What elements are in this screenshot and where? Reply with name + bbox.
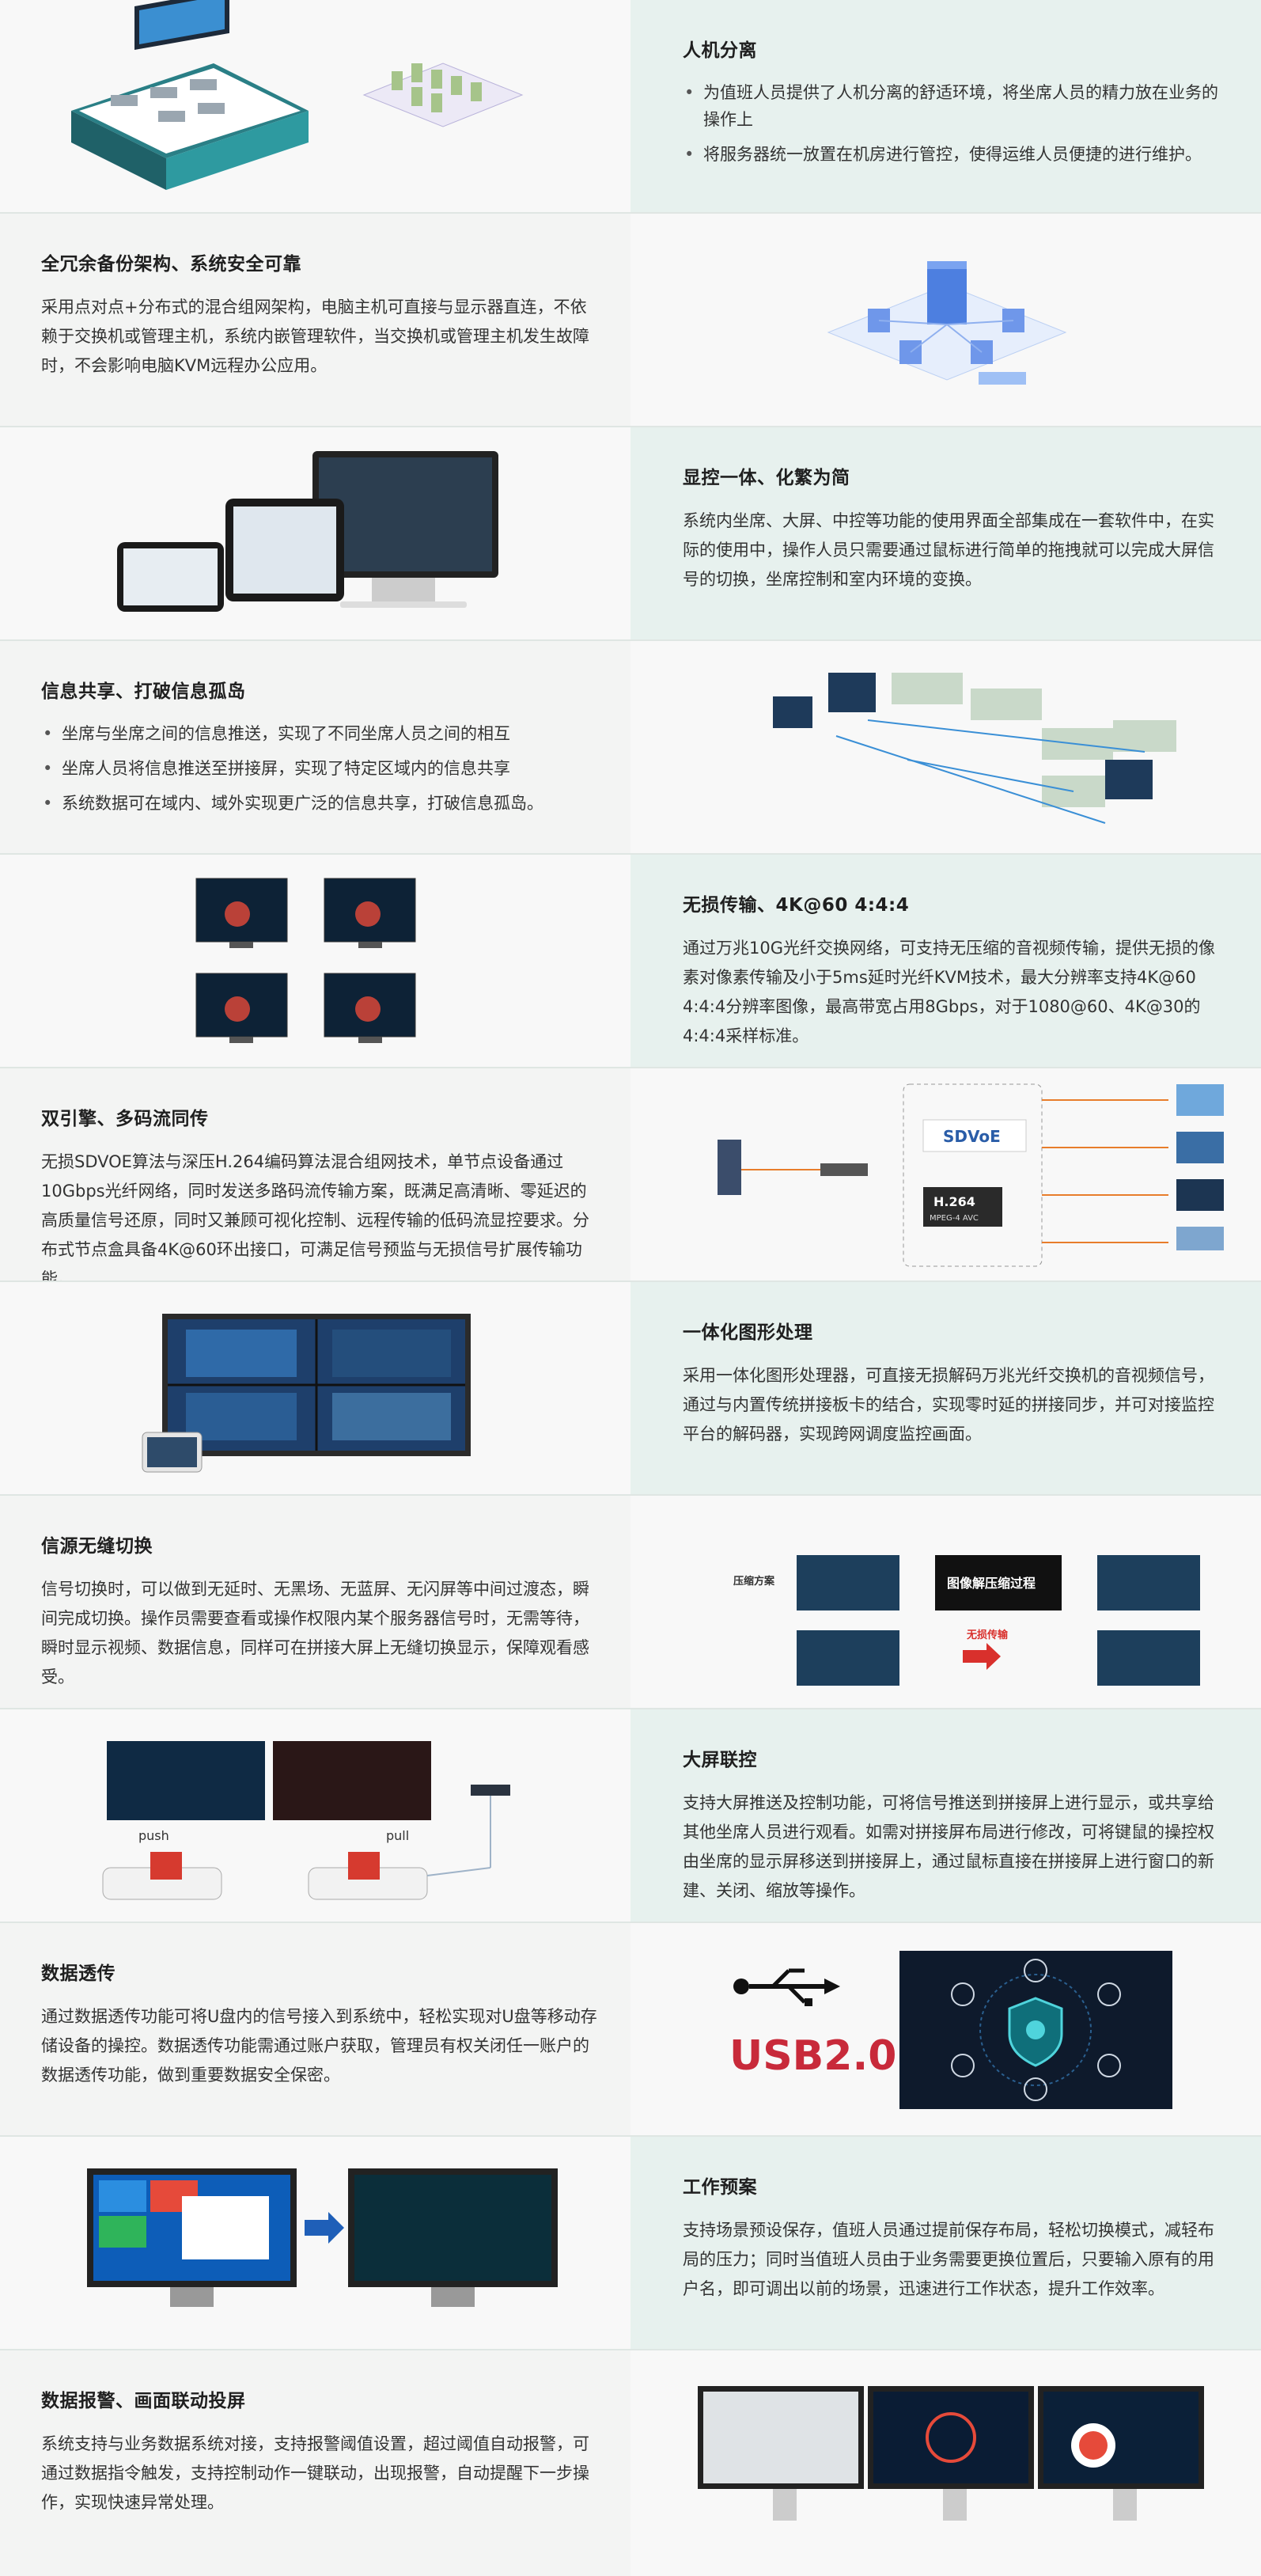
info-sharing-illustration [773, 673, 1176, 824]
feature-description: 通过万兆10G光纤交换网络，可支持无压缩的音视频传输，提供无损的像素对像素传输及… [683, 939, 1215, 1045]
feature-text-2: 全冗余备份架构、系统安全可靠 采用点对点+分布式的混合组网架构，电脑主机可直接与… [0, 214, 630, 426]
feature-text-7: 一体化图形处理 采用一体化图形处理器，可直接无损解码万兆光纤交换机的音视频信号，… [630, 1282, 1261, 1494]
console-room-illustration [71, 0, 524, 190]
feature-bullet: 为值班人员提供了人机分离的舒适环境，将坐席人员的精力放在业务的操作上 [683, 79, 1229, 133]
redundant-architecture-illustration [827, 261, 1067, 385]
feature-row-6: 双引擎、多码流同传 无损SDVOE算法与深压H.264编码算法混合组网技术，单节… [0, 1068, 1261, 1282]
feature-text-6: 双引擎、多码流同传 无损SDVOE算法与深压H.264编码算法混合组网技术，单节… [0, 1068, 630, 1280]
feature-bullet: 坐席人员将信息推送至拼接屏，实现了特定区域内的信息共享 [41, 755, 599, 782]
feature-image-4 [630, 641, 1261, 853]
alarm-monitors-illustration [698, 2386, 1204, 2521]
feature-row-3: 显控一体、化繁为简 系统内坐席、大屏、中控等功能的使用界面全部集成在一套软件中，… [0, 427, 1261, 641]
feature-row-9: push pull 大屏联控 支持大屏推送及控制功能，可将信号推送到拼接屏上进行… [0, 1709, 1261, 1923]
feature-description: 系统内坐席、大屏、中控等功能的使用界面全部集成在一套软件中，在实际的使用中，操作… [683, 511, 1214, 589]
feature-row-1: 人机分离 为值班人员提供了人机分离的舒适环境，将坐席人员的精力放在业务的操作上 … [0, 0, 1261, 214]
feature-image-2 [630, 214, 1261, 426]
dual-engine-diagram: SDVoE H.264 MPEG-4 AVC [718, 1083, 1224, 1267]
feature-row-11: 工作预案 支持场景预设保存，值班人员通过提前保存布局，轻松切换模式，减轻布局的压… [0, 2137, 1261, 2350]
feature-bullet: 坐席与坐席之间的信息推送，实现了不同坐席人员之间的相互 [41, 720, 599, 747]
graphics-processor-illustration [142, 1314, 471, 1473]
video-wall-control-illustration: push pull [102, 1741, 510, 1900]
feature-row-10: 数据透传 通过数据透传功能可将U盘内的信号接入到系统中，轻松实现对U盘等移动存储… [0, 1923, 1261, 2137]
h264-logo: H.264 [933, 1194, 975, 1209]
feature-text-12: 数据报警、画面联动投屏 系统支持与业务数据系统对接，支持报警阈值设置，超过阈值自… [0, 2350, 630, 2576]
feature-title: 信源无缝切换 [41, 1536, 153, 1557]
feature-title: 全冗余备份架构、系统安全可靠 [41, 254, 301, 275]
feature-text-11: 工作预案 支持场景预设保存，值班人员通过提前保存布局，轻松切换模式，减轻布局的压… [630, 2137, 1261, 2349]
feature-image-11 [0, 2137, 630, 2349]
compress-plan-label: 压缩方案 [733, 1575, 775, 1588]
h264-sub-label: MPEG-4 AVC [930, 1214, 979, 1223]
image-compress-label: 图像解压缩过程 [947, 1576, 1036, 1591]
sdvoe-logo: SDVoE [943, 1127, 1001, 1146]
seamless-label: 无损传输 [966, 1629, 1009, 1641]
feature-text-4: 信息共享、打破信息孤岛 坐席与坐席之间的信息推送，实现了不同坐席人员之间的相互 … [0, 641, 630, 853]
feature-row-4: 信息共享、打破信息孤岛 坐席与坐席之间的信息推送，实现了不同坐席人员之间的相互 … [0, 641, 1261, 855]
feature-row-7: 一体化图形处理 采用一体化图形处理器，可直接无损解码万兆光纤交换机的音视频信号，… [0, 1282, 1261, 1496]
push-label: push [138, 1828, 169, 1843]
feature-image-10: USB2.0 [630, 1923, 1261, 2135]
feature-title: 一体化图形处理 [683, 1322, 813, 1343]
usb-version-label: USB2.0 [729, 2032, 896, 2080]
work-preset-illustration [87, 2168, 558, 2307]
control-devices-illustration [117, 451, 498, 612]
feature-title: 大屏联控 [683, 1750, 757, 1770]
feature-title: 数据报警、画面联动投屏 [41, 2391, 246, 2411]
feature-text-5: 无损传输、4K@60 4:4:4 通过万兆10G光纤交换网络，可支持无压缩的音视… [630, 855, 1261, 1067]
feature-bullet: 将服务器统一放置在机房进行管控，使得运维人员便捷的进行维护。 [683, 141, 1229, 168]
feature-description: 系统支持与业务数据系统对接，支持报警阈值设置，超过阈值自动报警，可通过数据指令触… [41, 2434, 589, 2512]
feature-title: 工作预案 [683, 2177, 757, 2198]
feature-row-2: 全冗余备份架构、系统安全可靠 采用点对点+分布式的混合组网架构，电脑主机可直接与… [0, 214, 1261, 427]
feature-image-8: 压缩方案 图像解压缩过程 无损传输 [630, 1496, 1261, 1708]
feature-text-9: 大屏联控 支持大屏推送及控制功能，可将信号推送到拼接屏上进行显示，或共享给其他坐… [630, 1709, 1261, 1922]
feature-description: 支持场景预设保存，值班人员通过提前保存布局，轻松切换模式，减轻布局的压力；同时当… [683, 2221, 1214, 2298]
feature-bullets: 为值班人员提供了人机分离的舒适环境，将坐席人员的精力放在业务的操作上 将服务器统… [683, 79, 1229, 168]
feature-row-5: 无损传输、4K@60 4:4:4 通过万兆10G光纤交换网络，可支持无压缩的音视… [0, 855, 1261, 1068]
feature-title: 双引擎、多码流同传 [41, 1109, 209, 1129]
feature-image-7 [0, 1282, 630, 1494]
feature-image-9: push pull [0, 1709, 630, 1922]
pull-label: pull [386, 1828, 409, 1843]
feature-description: 采用点对点+分布式的混合组网架构，电脑主机可直接与显示器直连，不依赖于交换机或管… [41, 298, 589, 375]
feature-image-12 [630, 2350, 1261, 2576]
feature-title: 无损传输、4K@60 4:4:4 [683, 895, 910, 916]
feature-text-10: 数据透传 通过数据透传功能可将U盘内的信号接入到系统中，轻松实现对U盘等移动存储… [0, 1923, 630, 2135]
shield-icon [1008, 1997, 1063, 2067]
feature-image-6: SDVoE H.264 MPEG-4 AVC [630, 1068, 1261, 1280]
feature-title: 显控一体、化繁为简 [683, 468, 850, 488]
feature-description: 支持大屏推送及控制功能，可将信号推送到拼接屏上进行显示，或共享给其他坐席人员进行… [683, 1793, 1214, 1900]
feature-row-8: 信源无缝切换 信号切换时，可以做到无延时、无黑场、无蓝屏、无闪屏等中间过渡态，瞬… [0, 1496, 1261, 1709]
usb-icon [733, 1968, 840, 2006]
feature-title: 信息共享、打破信息孤岛 [41, 681, 246, 702]
feature-text-3: 显控一体、化繁为简 系统内坐席、大屏、中控等功能的使用界面全部集成在一套软件中，… [630, 427, 1261, 639]
data-passthrough-illustration: USB2.0 [729, 1951, 1172, 2109]
feature-image-5 [0, 855, 630, 1067]
seamless-switch-diagram: 压缩方案 图像解压缩过程 无损传输 [733, 1555, 1200, 1686]
feature-title: 数据透传 [41, 1963, 115, 1984]
feature-bullets: 坐席与坐席之间的信息推送，实现了不同坐席人员之间的相互 坐席人员将信息推送至拼接… [41, 720, 599, 817]
feature-text-8: 信源无缝切换 信号切换时，可以做到无延时、无黑场、无蓝屏、无闪屏等中间过渡态，瞬… [0, 1496, 630, 1708]
feature-description: 无损SDVOE算法与深压H.264编码算法混合组网技术，单节点设备通过10Gbp… [41, 1152, 589, 1280]
feature-row-12: 数据报警、画面联动投屏 系统支持与业务数据系统对接，支持报警阈值设置，超过阈值自… [0, 2350, 1261, 2576]
feature-title: 人机分离 [683, 40, 757, 61]
feature-description: 通过数据透传功能可将U盘内的信号接入到系统中，轻松实现对U盘等移动存储设备的操控… [41, 2007, 597, 2085]
feature-description: 采用一体化图形处理器，可直接无损解码万兆光纤交换机的音视频信号，通过与内置传统拼… [683, 1366, 1214, 1444]
feature-text-1: 人机分离 为值班人员提供了人机分离的舒适环境，将坐席人员的精力放在业务的操作上 … [630, 0, 1261, 212]
feature-image-3 [0, 427, 630, 639]
feature-bullet: 系统数据可在域内、域外实现更广泛的信息共享，打破信息孤岛。 [41, 790, 599, 817]
lossless-monitors-illustration [195, 878, 416, 1043]
feature-description: 信号切换时，可以做到无延时、无黑场、无蓝屏、无闪屏等中间过渡态，瞬间完成切换。操… [41, 1580, 589, 1686]
feature-image-1 [0, 0, 630, 212]
